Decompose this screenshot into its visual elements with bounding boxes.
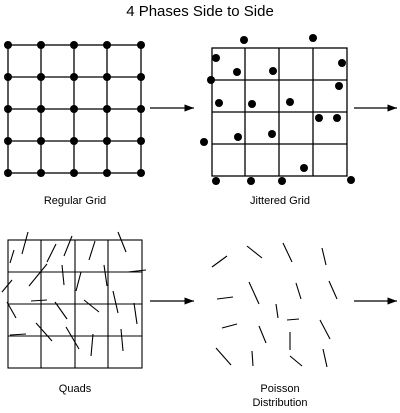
diagram-title: 4 Phases Side to Side <box>126 3 274 20</box>
quads-grid-panel <box>7 239 143 369</box>
jittered-grid-points <box>200 34 355 185</box>
caption-quads: Quads <box>58 383 92 395</box>
quads-segments <box>1 231 147 357</box>
jittered-grid-panel <box>211 47 348 177</box>
caption-poisson-distribution: Poisson Distribution <box>225 382 335 410</box>
poisson-segments <box>211 242 338 368</box>
caption-jittered-grid: Jittered Grid <box>250 195 310 207</box>
caption-poisson-line1: Poisson <box>260 383 300 395</box>
caption-poisson-line2: Distribution <box>252 397 308 409</box>
regular-grid-points <box>4 41 145 177</box>
caption-regular-grid: Regular Grid <box>43 195 107 207</box>
